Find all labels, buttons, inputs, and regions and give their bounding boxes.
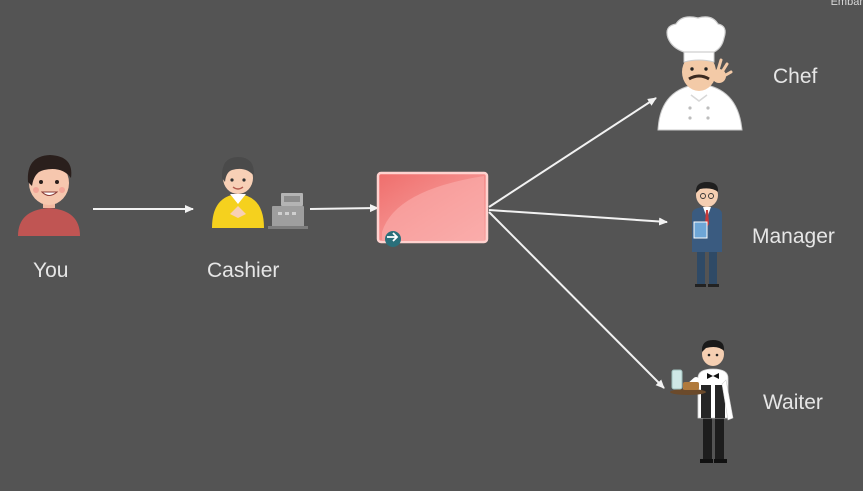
router-box-icon — [376, 171, 489, 247]
manager-icon — [692, 182, 722, 287]
waiter-icon — [670, 340, 734, 463]
node-label-manager: Manager — [752, 225, 835, 248]
arrow-cashier-to-router — [309, 204, 379, 213]
arrow-router-to-waiter — [488, 211, 665, 389]
cashier-icon — [212, 157, 264, 228]
corner-watermark: Embar — [830, 0, 863, 8]
arrow-router-to-manager — [488, 209, 668, 226]
arrow-router-to-chef — [488, 97, 657, 208]
node-label-you: You — [33, 259, 69, 282]
node-label-waiter: Waiter — [763, 391, 823, 414]
node-label-cashier: Cashier — [207, 259, 280, 282]
node-label-chef: Chef — [773, 65, 818, 88]
cash-register-icon — [268, 193, 308, 229]
person-icon — [18, 155, 80, 236]
chef-icon — [657, 16, 743, 131]
